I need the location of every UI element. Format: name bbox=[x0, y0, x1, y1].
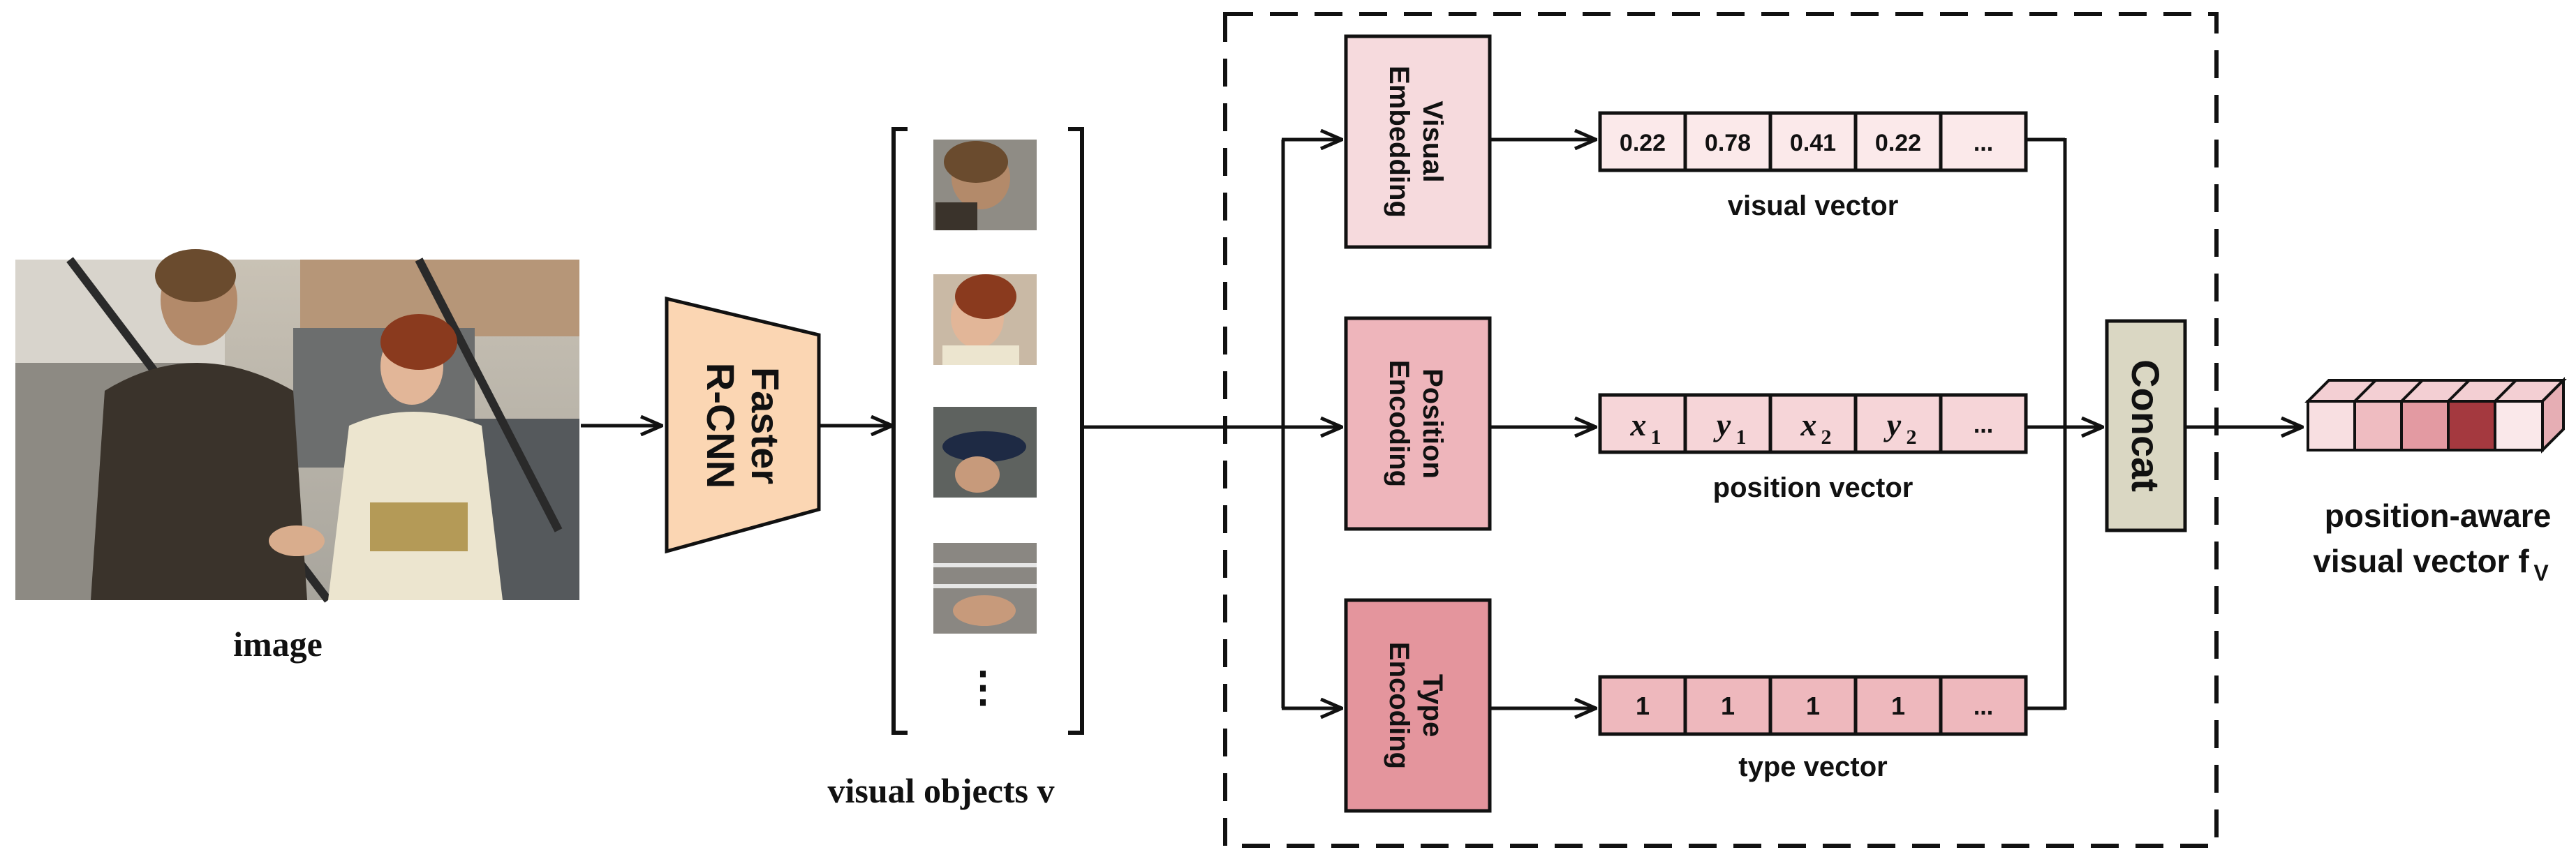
visual-objects-bracket bbox=[891, 127, 1084, 735]
rcnn-label-line1: Faster bbox=[743, 367, 787, 484]
visual-objects-ellipsis: ⋮ bbox=[962, 664, 1004, 710]
position-encoding-box bbox=[1344, 316, 1492, 531]
visual-vector-label: visual vector bbox=[1728, 191, 1899, 221]
visual-vector-cell bbox=[1683, 111, 1772, 172]
visual-object-crop-4 bbox=[933, 543, 1037, 634]
position-encoding-line1: Position bbox=[1417, 368, 1448, 479]
type-encoding-box bbox=[1344, 598, 1492, 813]
position-vector-sub: 2 bbox=[1821, 426, 1832, 449]
type-vector-cell bbox=[1853, 675, 1943, 736]
position-encoding-line2: Encoding bbox=[1384, 360, 1414, 487]
input-image bbox=[15, 249, 579, 603]
position-vector-ellipsis: ... bbox=[1974, 412, 1993, 438]
output-vector-cell bbox=[2494, 400, 2544, 451]
type-vector-value: 1 bbox=[1891, 692, 1905, 720]
type-vector-value: 1 bbox=[1721, 692, 1735, 720]
output-label-subscript: V bbox=[2533, 560, 2549, 585]
visual-vector-cell bbox=[1768, 111, 1858, 172]
type-vector-label: type vector bbox=[1738, 752, 1887, 782]
output-vector-cell bbox=[2447, 400, 2496, 451]
position-vector-sub: 1 bbox=[1736, 426, 1747, 449]
visual-vector-cell bbox=[1939, 111, 2028, 172]
position-vector-label: position vector bbox=[1713, 472, 1914, 503]
type-vector: 1 1 1 1 ... bbox=[1598, 675, 2028, 736]
type-vector-value: ... bbox=[1974, 694, 1993, 720]
visual-object-crop-1 bbox=[933, 140, 1037, 230]
visual-vector-value: ... bbox=[1974, 130, 1993, 156]
position-vector-var: x bbox=[1630, 407, 1647, 442]
concat-label: Concat bbox=[2124, 359, 2168, 492]
position-vector-cell bbox=[1853, 393, 1943, 454]
rcnn-label-line2: R-CNN bbox=[699, 363, 743, 488]
position-vector-var: y bbox=[1883, 407, 1902, 442]
visual-object-crop-3 bbox=[933, 407, 1037, 498]
image-label: image bbox=[233, 625, 323, 664]
merge-arrows bbox=[2027, 137, 2103, 710]
type-vector-cell bbox=[1598, 675, 1687, 736]
position-vector-var: x bbox=[1800, 407, 1817, 442]
position-vector: x 1 y 1 x 2 y 2 ... bbox=[1598, 393, 2028, 454]
visual-vector-value: 0.78 bbox=[1705, 130, 1751, 156]
faster-rcnn-block bbox=[665, 296, 821, 554]
position-vector-cell bbox=[1768, 393, 1858, 454]
position-vector-sub: 1 bbox=[1651, 426, 1661, 449]
output-label-line2: visual vector f bbox=[2313, 543, 2529, 579]
encoding-module-container bbox=[1223, 12, 2219, 848]
output-vector-cell bbox=[2307, 400, 2356, 451]
position-vector-cell bbox=[1939, 393, 2028, 454]
type-encoding-line1: Type bbox=[1417, 674, 1448, 737]
concat-box bbox=[2105, 319, 2187, 532]
type-vector-cell bbox=[1939, 675, 2028, 736]
visual-vector-value: 0.41 bbox=[1790, 130, 1836, 156]
position-vector-sub: 2 bbox=[1907, 426, 1917, 449]
output-label-line1: position-aware bbox=[2325, 498, 2552, 534]
visual-embedding-line2: Embedding bbox=[1384, 66, 1414, 218]
output-vector bbox=[2304, 377, 2567, 454]
branch-arrows bbox=[1083, 140, 1342, 708]
position-vector-var: y bbox=[1713, 407, 1731, 442]
visual-object-crop-2 bbox=[933, 274, 1037, 365]
type-vector-value: 1 bbox=[1806, 692, 1820, 720]
visual-objects-label: visual objects v bbox=[828, 771, 1055, 810]
type-vector-value: 1 bbox=[1636, 692, 1650, 720]
visual-vector-value: 0.22 bbox=[1875, 130, 1921, 156]
type-encoding-line2: Encoding bbox=[1384, 642, 1414, 769]
visual-vector: 0.22 0.78 0.41 0.22 ... bbox=[1598, 111, 2028, 172]
visual-embedding-box bbox=[1344, 34, 1492, 249]
visual-embedding-line1: Visual bbox=[1417, 100, 1448, 182]
output-vector-cell bbox=[2353, 400, 2403, 451]
output-vector-cell bbox=[2400, 400, 2450, 451]
visual-vector-value: 0.22 bbox=[1620, 130, 1666, 156]
